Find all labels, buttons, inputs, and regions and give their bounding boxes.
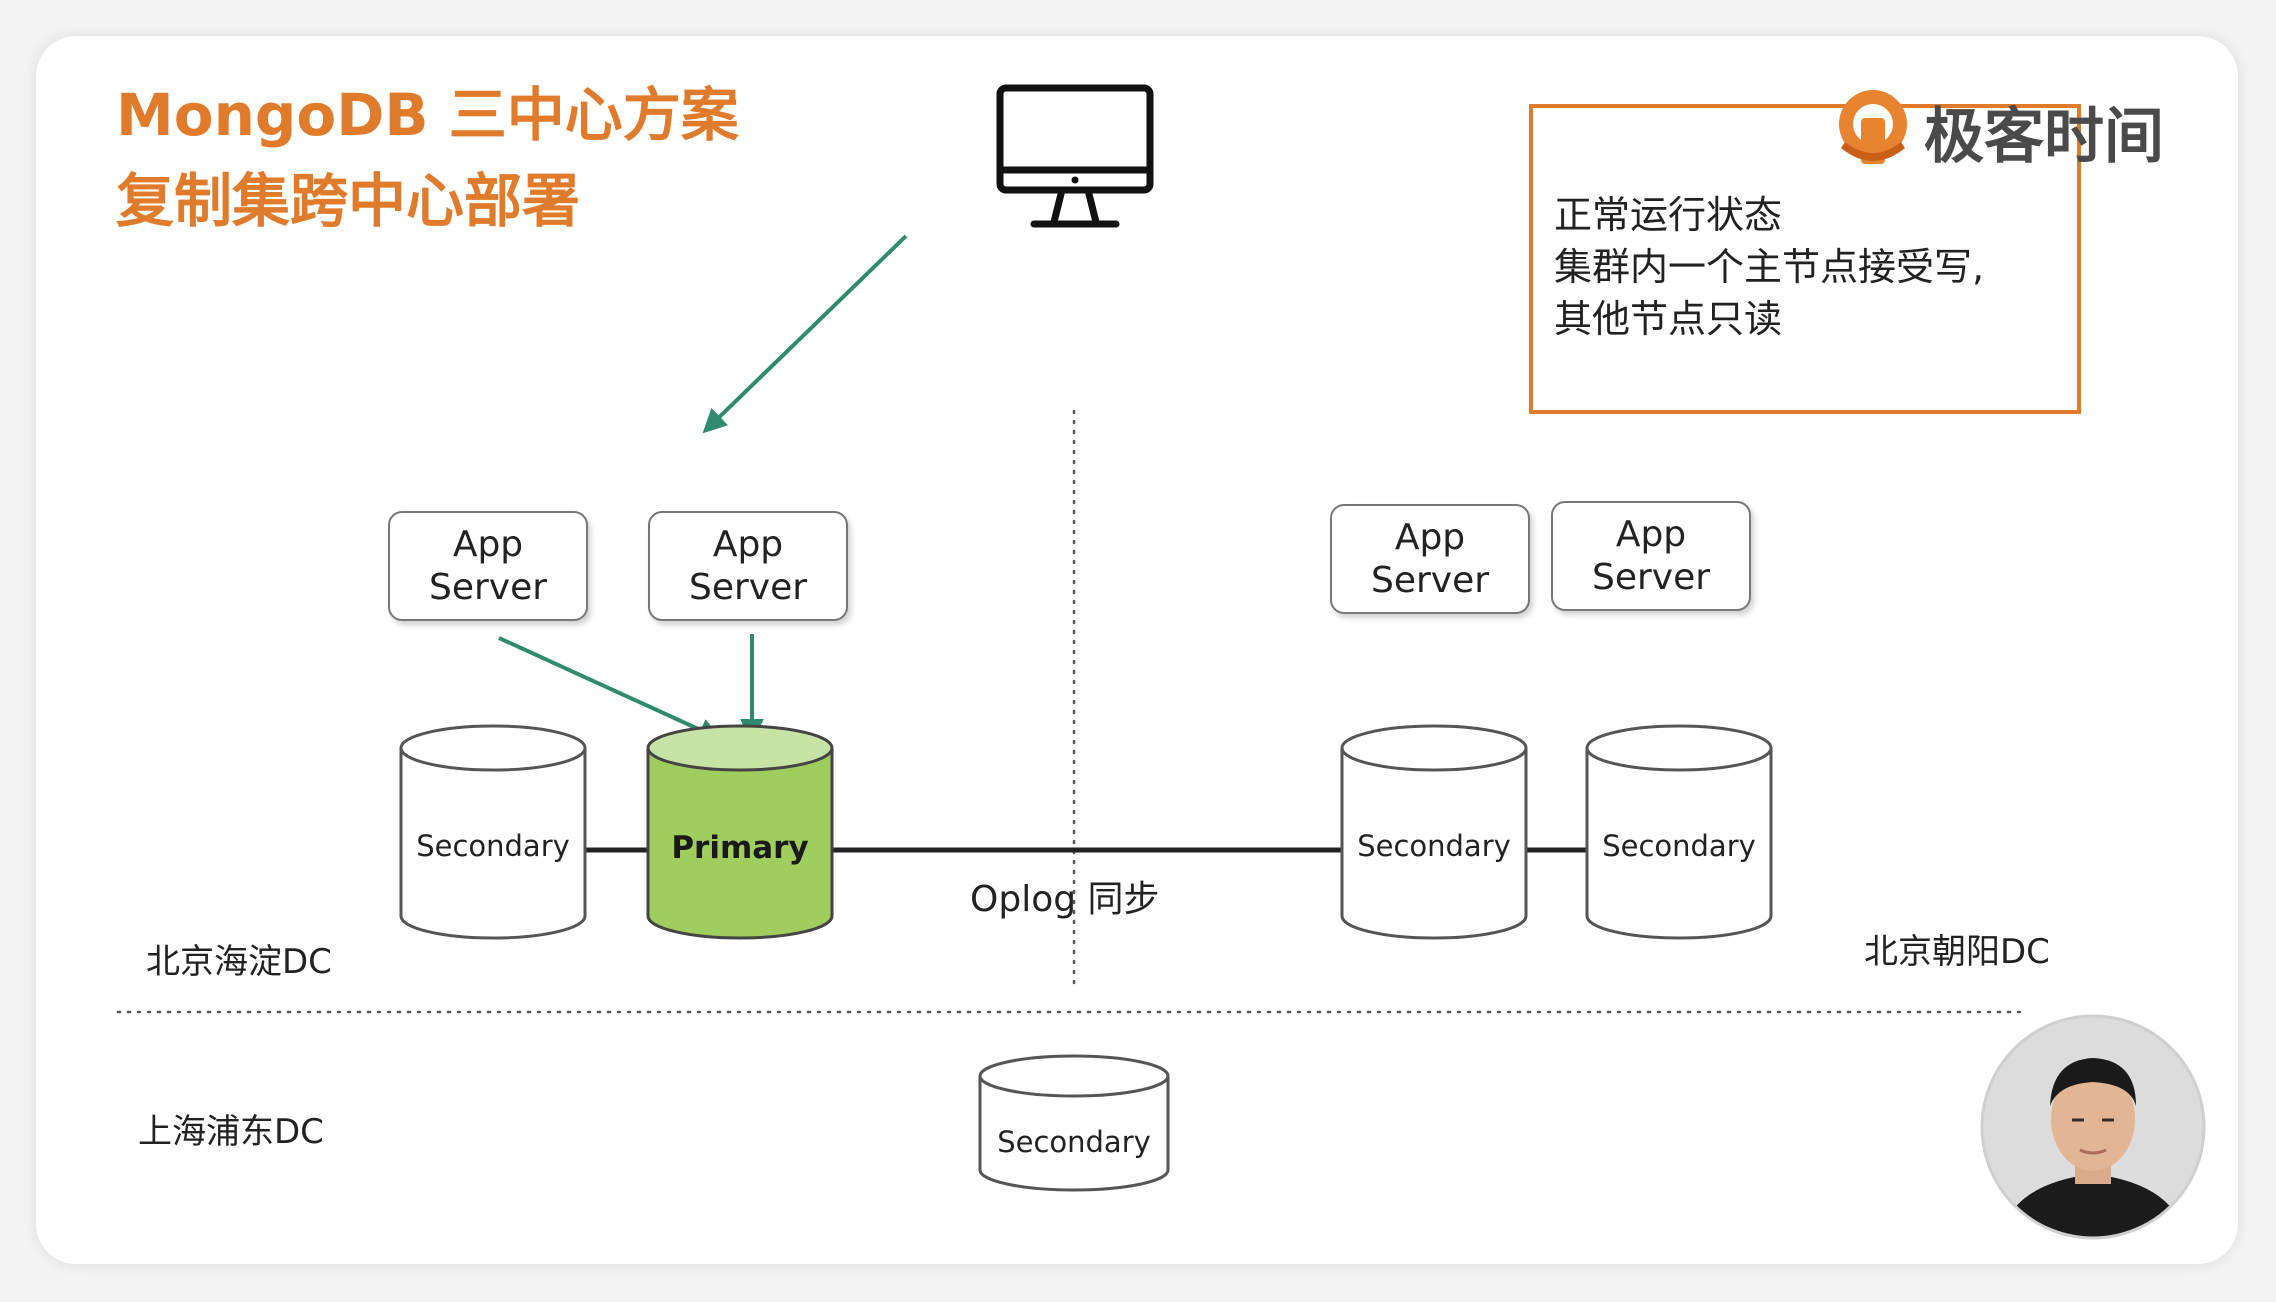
db-label: Secondary: [1357, 829, 1511, 863]
app1-to-primary-arrow: [498, 636, 723, 741]
app-server-line1: App: [712, 524, 784, 565]
app-server-line2: Server: [688, 567, 808, 608]
oplog-sync-label: Oplog 同步: [970, 879, 1160, 920]
app-server-line1: App: [452, 524, 524, 565]
brand-name: 极客时间: [1924, 102, 2164, 172]
app-server-chaoyang-1: App Server: [1330, 504, 1530, 614]
note-line-2: 集群内一个主节点接受写,: [1554, 245, 1985, 289]
app-server-line2: Server: [1591, 557, 1711, 598]
slide-title: MongoDB 三中心方案: [116, 81, 739, 149]
db-secondary-chaoyang-1: Secondary: [1340, 724, 1528, 940]
diagram-canvas: Secondary Primary Secondary Secondary Se…: [116, 234, 2030, 1192]
db-label: Secondary: [416, 829, 570, 863]
note-line-3: 其他节点只读: [1554, 297, 1783, 341]
dc-label-chaoyang: 北京朝阳DC: [1864, 932, 2050, 972]
app-server-haidian-1: App Server: [388, 511, 588, 621]
db-secondary-pudong: Secondary: [978, 1054, 1170, 1192]
db-secondary-chaoyang-2: Secondary: [1585, 724, 1773, 940]
db-label: Secondary: [1602, 829, 1756, 863]
status-note-box: [1529, 104, 2081, 414]
slide: MongoDB 三中心方案 复制集跨中心部署 正常运行状态 集群内一个主节点接受…: [36, 36, 2238, 1264]
presenter-avatar: [1980, 1014, 2206, 1240]
app-server-chaoyang-2: App Server: [1551, 501, 1751, 611]
db-primary: Primary: [646, 724, 834, 940]
client-arrow: [702, 234, 908, 434]
app-server-line1: App: [1394, 517, 1466, 558]
app-server-haidian-2: App Server: [648, 511, 848, 621]
slide-subtitle: 复制集跨中心部署: [116, 167, 581, 235]
dc-label-pudong: 上海浦东DC: [138, 1112, 324, 1152]
brand-logo-icon: [1839, 90, 1907, 164]
db-label: Primary: [671, 830, 808, 866]
note-line-1: 正常运行状态: [1554, 193, 1783, 237]
monitor-icon: [996, 84, 1154, 228]
dc-label-haidian: 北京海淀DC: [146, 942, 332, 982]
db-label: Secondary: [997, 1125, 1151, 1159]
app-server-line2: Server: [428, 567, 548, 608]
app-server-line1: App: [1615, 514, 1687, 555]
app-server-line2: Server: [1370, 560, 1490, 601]
db-secondary-haidian-1: Secondary: [399, 724, 587, 940]
